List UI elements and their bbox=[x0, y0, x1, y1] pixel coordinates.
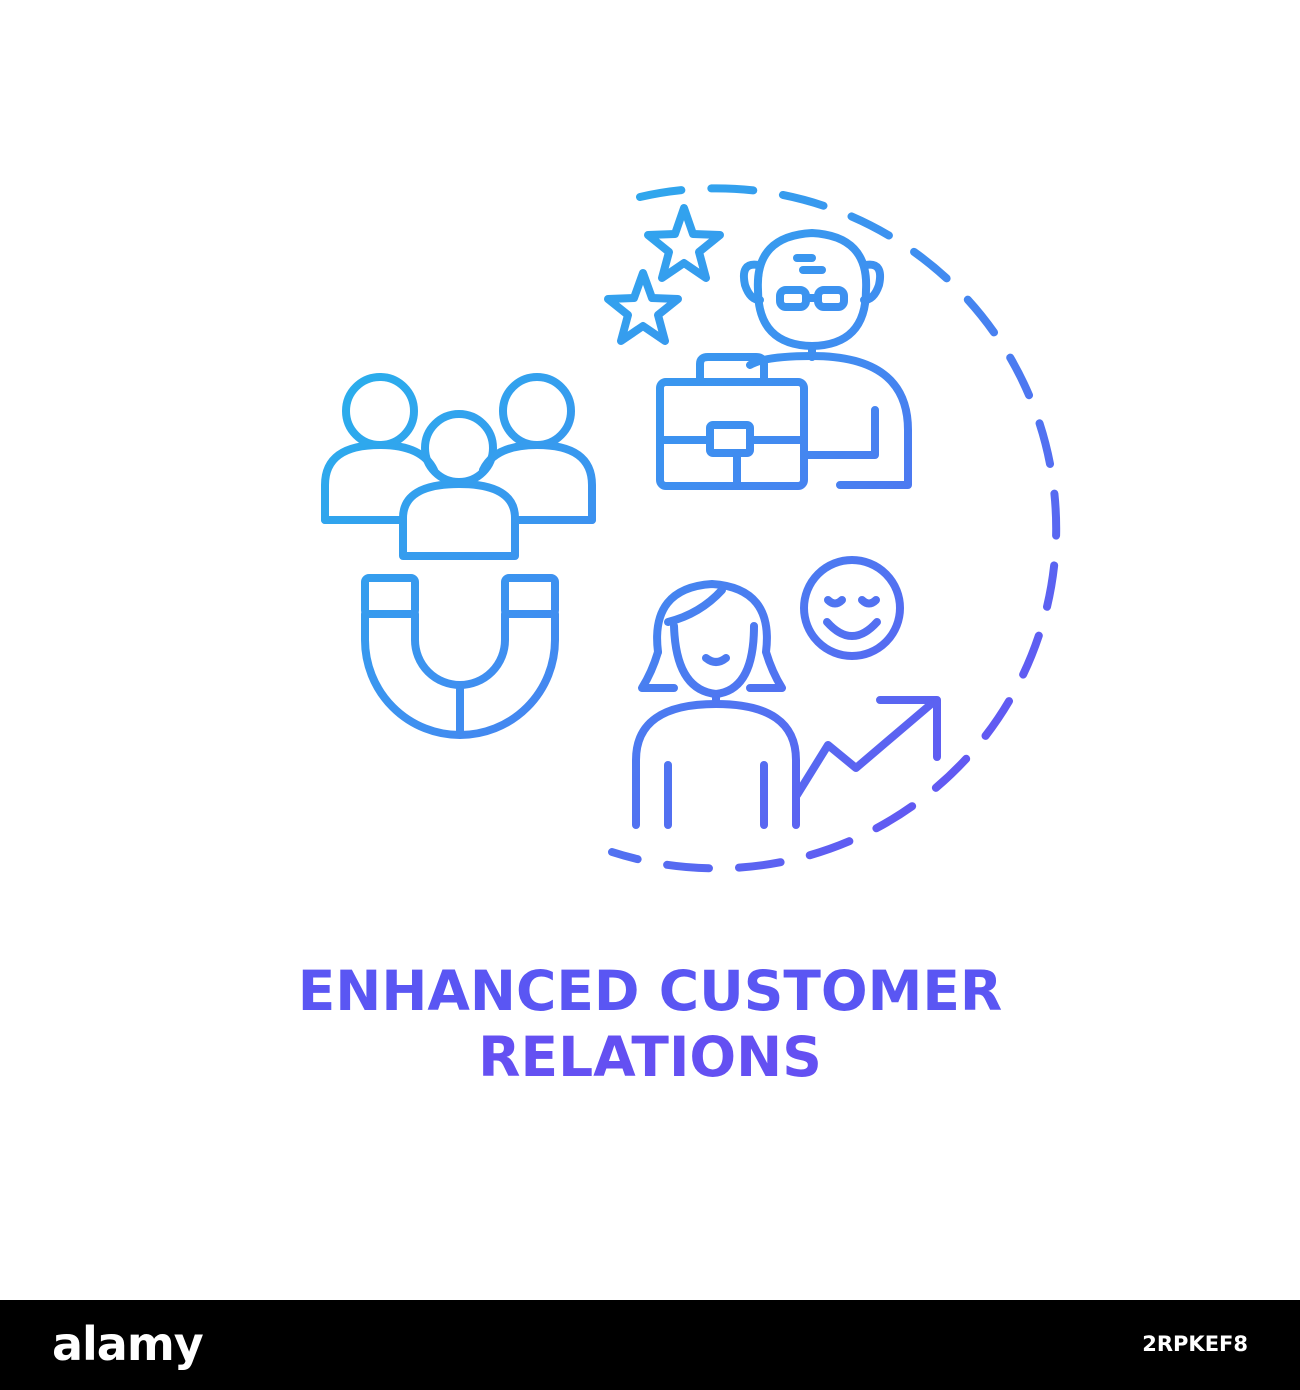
dashed-circle-frame bbox=[608, 184, 1061, 873]
image-id-label: 2RPKEF8 bbox=[1142, 1332, 1248, 1356]
growth-arrow-icon bbox=[793, 696, 941, 799]
customer-group-icon bbox=[321, 373, 596, 560]
woman-icon bbox=[632, 580, 800, 829]
smiley-face-icon bbox=[800, 556, 904, 660]
magnet-icon bbox=[361, 574, 559, 739]
concept-icon-canvas: ENHANCED CUSTOMER RELATIONS bbox=[0, 184, 1300, 1090]
star-icon bbox=[604, 269, 682, 345]
concept-illustration bbox=[321, 184, 1061, 873]
title-line-2: RELATIONS bbox=[478, 1025, 822, 1089]
star-icon bbox=[644, 204, 724, 282]
stock-footer-bar bbox=[0, 1300, 1300, 1390]
concept-title: ENHANCED CUSTOMER RELATIONS bbox=[0, 958, 1300, 1090]
alamy-logo: alamy bbox=[52, 1317, 204, 1371]
title-line-1: ENHANCED CUSTOMER bbox=[297, 959, 1003, 1023]
elderly-man-icon bbox=[739, 229, 912, 489]
briefcase-icon bbox=[656, 353, 808, 490]
